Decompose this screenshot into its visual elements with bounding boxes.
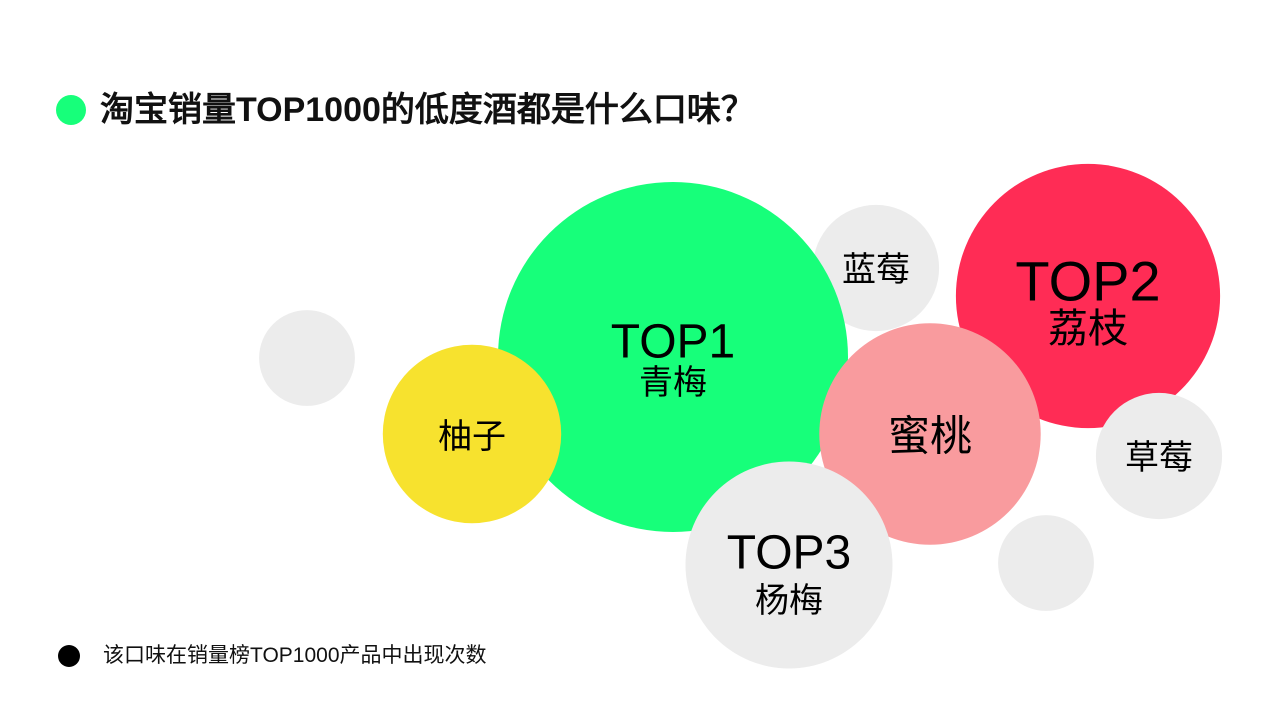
bubble-pomelo: 柚子 (382, 344, 562, 524)
bubble-flavor-label: 青梅 (639, 364, 707, 402)
legend-text: 该口味在销量榜TOP1000产品中出现次数 (103, 644, 487, 667)
bubble-rank-label: TOP3 (727, 527, 852, 580)
bubble-flavor-label: 杨梅 (755, 582, 823, 620)
bubble-circle (819, 323, 1041, 545)
bubble-strawberry: 草莓 (1095, 392, 1223, 520)
bubble-circle (259, 310, 355, 406)
bubble-peach: 蜜桃 (819, 323, 1041, 545)
bubble-unlabeled-left (259, 310, 355, 406)
bubble-circle (685, 461, 893, 669)
legend-marker-dot (58, 645, 80, 667)
chart-title: 淘宝销量TOP1000的低度酒都是什么口味？ (100, 91, 755, 129)
chart-title-row: 淘宝销量TOP1000的低度酒都是什么口味？ (56, 90, 755, 130)
bubble-circle (812, 204, 940, 332)
bubble-circle (998, 515, 1094, 611)
bubble-circle (498, 182, 848, 532)
title-marker-dot (56, 95, 86, 125)
bubble-flavor-label: 草莓 (1125, 439, 1193, 477)
bubble-rank-label: TOP2 (1015, 250, 1160, 313)
bubble-circle (955, 163, 1221, 429)
legend: 该口味在销量榜TOP1000产品中出现次数 (58, 642, 487, 670)
bubble-flavor-label: 蓝莓 (842, 251, 910, 289)
bubble-flavor-label: 荔枝 (1048, 307, 1128, 351)
bubble-unlabeled-right (998, 515, 1094, 611)
bubble-circle (1095, 392, 1223, 520)
bubble-flavor-label: 蜜桃 (888, 413, 972, 460)
bubble-blueberry: 蓝莓 (812, 204, 940, 332)
bubble-rank-label: TOP1 (611, 316, 736, 369)
bubble-flavor-label: 柚子 (438, 418, 506, 456)
bubble-circle (382, 344, 562, 524)
